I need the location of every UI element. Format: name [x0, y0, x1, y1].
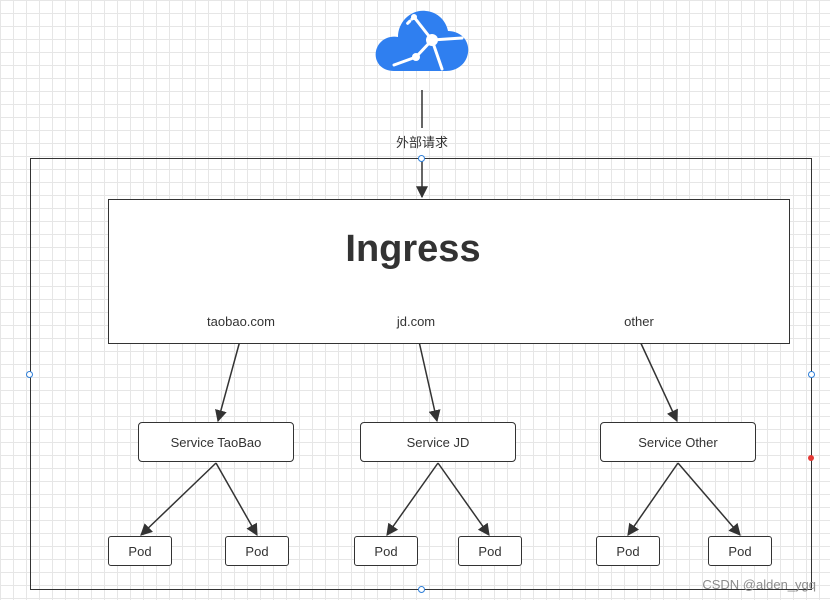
- taobao-to-service-arrow: [215, 336, 242, 423]
- pod-box[interactable]: Pod: [225, 536, 289, 566]
- pod-box[interactable]: Pod: [354, 536, 418, 566]
- svc-other-pod2-arrow: [677, 462, 741, 536]
- host-label-taobao: taobao.com: [207, 314, 275, 329]
- resize-handle-top[interactable]: [418, 155, 425, 162]
- jd-to-service-arrow: [417, 336, 441, 423]
- svc-jd-pod1-arrow: [386, 462, 439, 536]
- pod-box[interactable]: Pod: [108, 536, 172, 566]
- svc-taobao-pod1-arrow: [140, 462, 217, 536]
- cloud-network-icon: [375, 10, 469, 72]
- watermark: CSDN @alden_ygq: [702, 577, 816, 592]
- service-taobao-box[interactable]: Service TaoBao: [138, 422, 294, 462]
- resize-handle-bottom[interactable]: [418, 586, 425, 593]
- ingress-box[interactable]: [108, 199, 790, 344]
- pod-box[interactable]: Pod: [458, 536, 522, 566]
- pod-box[interactable]: Pod: [708, 536, 772, 566]
- ingress-title: Ingress: [345, 228, 481, 270]
- service-other-box[interactable]: Service Other: [600, 422, 756, 462]
- service-jd-box[interactable]: Service JD: [360, 422, 516, 462]
- pod-box[interactable]: Pod: [596, 536, 660, 566]
- other-to-service-arrow: [637, 336, 678, 423]
- host-label-jd: jd.com: [396, 314, 436, 329]
- svc-taobao-pod2-arrow: [215, 462, 258, 537]
- host-label-other: other: [624, 314, 654, 329]
- external-request-label: 外部请求: [395, 135, 448, 150]
- svc-other-pod1-arrow: [627, 462, 679, 536]
- resize-handle-left[interactable]: [26, 371, 33, 378]
- connection-point[interactable]: [808, 455, 814, 461]
- resize-handle-right[interactable]: [808, 371, 815, 378]
- svc-jd-pod2-arrow: [437, 462, 490, 536]
